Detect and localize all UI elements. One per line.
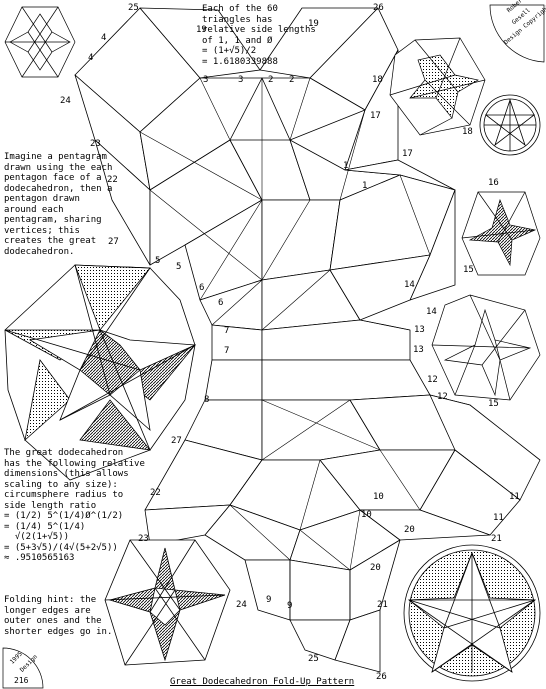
edge-label: 24 [236,600,247,610]
stamp-top-right-shape [489,4,545,63]
small-model-top-left [4,6,76,78]
edge-label: 27 [171,436,182,446]
edge-label: 26 [376,672,387,682]
edge-label: 20 [404,525,415,535]
edge-label: 5 [176,262,182,272]
edge-label: 25 [128,3,139,13]
page-title: Great Dodecahedron Fold-Up Pattern [170,677,355,687]
edge-label: 7 [224,346,230,356]
edge-label: 11 [493,513,504,523]
edge-label: 19 [196,25,207,35]
model-right-circle [479,94,541,156]
edge-label: 2 [268,75,274,85]
edge-label: 23 [138,534,149,544]
net-triangles [74,7,541,673]
edge-label: 18 [372,75,383,85]
edge-label: 27 [108,237,119,247]
edge-label: 4 [88,53,94,63]
model-right-mid [461,191,541,276]
description-text: Imagine a pentagram drawn using the each… [4,152,113,257]
intro-text: Each of the 60 triangles has relative si… [202,4,316,67]
edge-label: 15 [463,265,474,275]
edge-label: 7 [224,326,230,336]
model-bottom-left [104,539,231,666]
edge-label: 11 [509,492,520,502]
edge-label: 22 [150,488,161,498]
edge-label: 17 [370,111,381,121]
edge-label: 6 [199,283,205,293]
edge-label: 15 [488,399,499,409]
edge-label: 10 [373,492,384,502]
edge-label: 17 [402,149,413,159]
edge-label: 4 [101,33,107,43]
edge-label: 13 [414,325,425,335]
edge-label: 25 [308,654,319,664]
dimensions-text: The great dodecahedron has the following… [4,448,145,563]
edge-label: 20 [370,563,381,573]
edge-label: 9 [266,595,272,605]
edge-label: 24 [60,96,71,106]
edge-label: 1 [362,181,368,191]
net-fold-lines [139,77,431,620]
edge-label: 12 [427,375,438,385]
edge-label: 21 [377,600,388,610]
edge-label: 16 [488,178,499,188]
edge-label: 6 [218,298,224,308]
large-model-left [4,264,197,481]
edge-label: 10 [361,510,372,520]
model-top-right [389,37,486,136]
edge-label: 12 [437,392,448,402]
folding-hint-text: Folding hint: the longer edges are outer… [4,595,113,637]
edge-label: 9 [287,601,293,611]
edge-label: 3 [203,75,209,85]
stamp-bottom-line-3: 216 [14,676,29,685]
edge-label: 26 [373,3,384,13]
edge-label: 1 [343,161,349,171]
edge-label: 13 [413,345,424,355]
edge-label: 5 [155,256,161,266]
edge-label: 22 [107,175,118,185]
edge-label: 2 [289,75,295,85]
model-right-lower [431,294,541,401]
edge-label: 3 [238,75,244,85]
stamp-bottom-left-shape [2,647,44,689]
edge-label: 19 [308,19,319,29]
model-bottom-right [403,544,541,682]
edge-label: 18 [462,127,473,137]
edge-label: 8 [204,395,210,405]
edge-label: 14 [426,307,437,317]
edge-label: 14 [404,280,415,290]
edge-label: 21 [491,534,502,544]
edge-label: 23 [90,139,101,149]
